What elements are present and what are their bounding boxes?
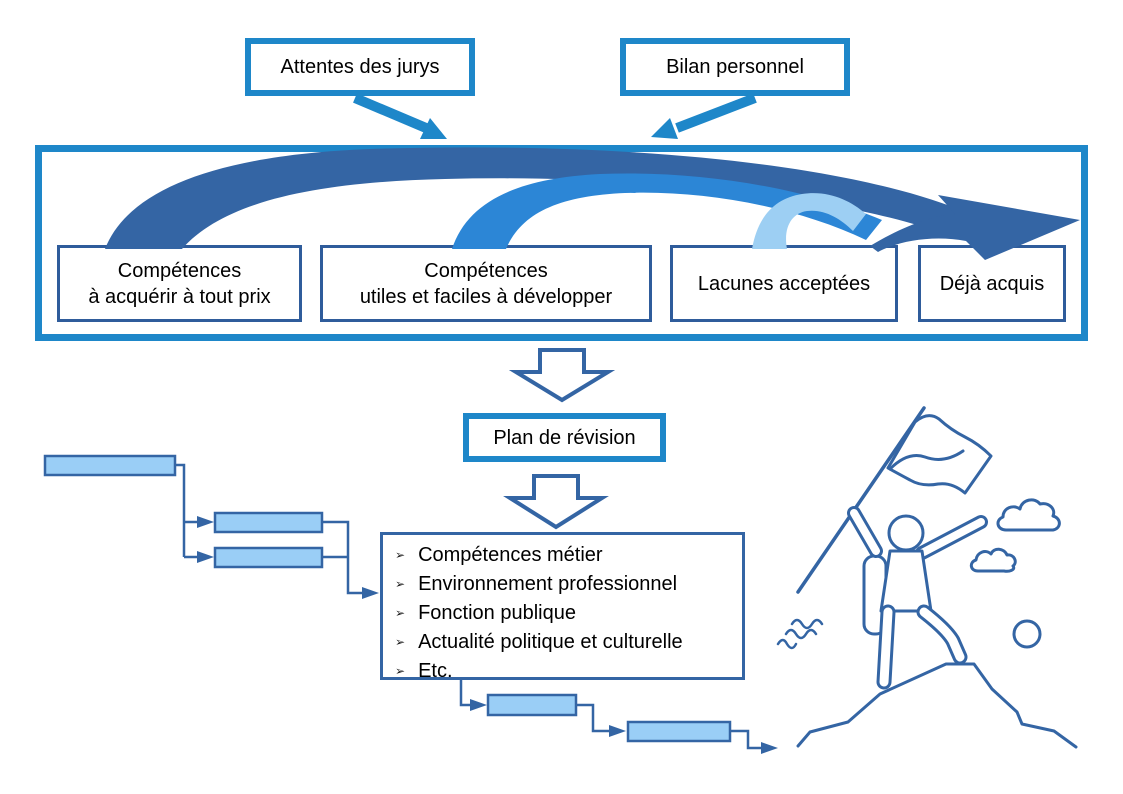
- arrow-bullet-icon: ➢: [395, 635, 406, 649]
- climber-left-arm: [847, 506, 883, 558]
- sun-icon: [1012, 619, 1042, 649]
- topic-label: Etc.: [418, 660, 453, 682]
- deja-acquis-box: Déjà acquis: [918, 245, 1066, 322]
- list-item: ➢ Environnement professionnel: [395, 571, 736, 600]
- list-item: ➢ Actualité politique et culturelle: [395, 629, 736, 658]
- box2-line2: utiles et faciles à développer: [359, 285, 613, 308]
- box1-line1: Compétences: [117, 259, 242, 282]
- topic-label: Compétences métier: [418, 544, 603, 566]
- flag-pole: [796, 406, 926, 594]
- revision-topics-list: ➢ Compétences métier ➢ Environnement profe…: [395, 542, 736, 687]
- revision-topics-box: ➢ Compétences métier ➢ Environnement profe…: [380, 532, 745, 682]
- plan-de-revision-box: Plan de révision: [463, 413, 666, 462]
- attentes-des-jurys-label: Attentes des jurys: [280, 56, 440, 78]
- attentes-des-jurys-box: Attentes des jurys: [245, 38, 475, 96]
- gantt-bar: [43, 454, 177, 477]
- gantt-chain-top: [43, 454, 363, 595]
- arrow-bullet-icon: ➢: [395, 577, 406, 591]
- competences-utiles-box: Compétences utiles et faciles à développ…: [320, 245, 652, 322]
- bilan-personnel-label: Bilan personnel: [666, 56, 804, 78]
- arrow-bullet-icon: ➢: [395, 664, 406, 678]
- down-arrow-icon: [508, 348, 616, 403]
- connector-arrowhead: [470, 699, 487, 711]
- connector-arrowhead: [197, 516, 214, 528]
- box2-line1: Compétences: [424, 259, 548, 282]
- gantt-bar: [626, 720, 732, 743]
- competences-a-acquerir-box: Compétences à acquérir à tout prix: [57, 245, 302, 322]
- connector-arrowhead: [609, 725, 626, 737]
- cloud-icon: [969, 547, 1017, 573]
- connector-arrowhead: [761, 742, 778, 754]
- connector-line: [322, 520, 363, 595]
- summit-illustration: [776, 406, 1078, 749]
- backpack: [862, 554, 888, 636]
- box3-line1: Lacunes acceptées: [697, 272, 871, 295]
- gantt-bar: [213, 511, 324, 534]
- flag-icon: [886, 414, 993, 495]
- connector-line: [730, 729, 761, 750]
- climber-right-arm: [915, 515, 988, 560]
- flag-fold-line: [888, 449, 965, 471]
- climber-right-leg: [916, 604, 968, 665]
- list-item: ➢ Compétences métier: [395, 542, 736, 571]
- gantt-bar: [213, 546, 324, 569]
- climber-torso: [879, 549, 933, 613]
- plan-de-revision-label: Plan de révision: [493, 426, 636, 449]
- box4-line1: Déjà acquis: [939, 272, 1045, 295]
- topic-label: Environnement professionnel: [418, 573, 678, 595]
- topic-label: Fonction publique: [418, 602, 576, 624]
- arrow-bullet-icon: ➢: [395, 606, 406, 620]
- mountain-ridge: [796, 662, 1078, 749]
- connector-arrowhead: [197, 551, 214, 563]
- connector-line: [175, 463, 199, 559]
- down-arrow-icon: [503, 474, 609, 530]
- arrow-bullet-icon: ➢: [395, 548, 406, 562]
- gantt-chain-bottom: [459, 680, 761, 750]
- box1-line2: à acquérir à tout prix: [88, 285, 271, 308]
- connector-arrowhead: [362, 587, 379, 599]
- lacunes-acceptees-box: Lacunes acceptées: [670, 245, 898, 322]
- connector-line: [576, 703, 609, 733]
- gantt-bar: [486, 693, 578, 717]
- list-item: ➢ Fonction publique: [395, 600, 736, 629]
- topic-label: Actualité politique et culturelle: [418, 631, 683, 653]
- cloud-icon: [996, 498, 1061, 532]
- bilan-arrow: [651, 93, 757, 139]
- climber-left-leg: [876, 604, 896, 690]
- list-item: ➢ Etc.: [395, 658, 736, 687]
- birds-icon: [776, 618, 824, 650]
- climber-head: [887, 514, 925, 552]
- bilan-personnel-box: Bilan personnel: [620, 38, 850, 96]
- attentes-arrow: [353, 93, 447, 139]
